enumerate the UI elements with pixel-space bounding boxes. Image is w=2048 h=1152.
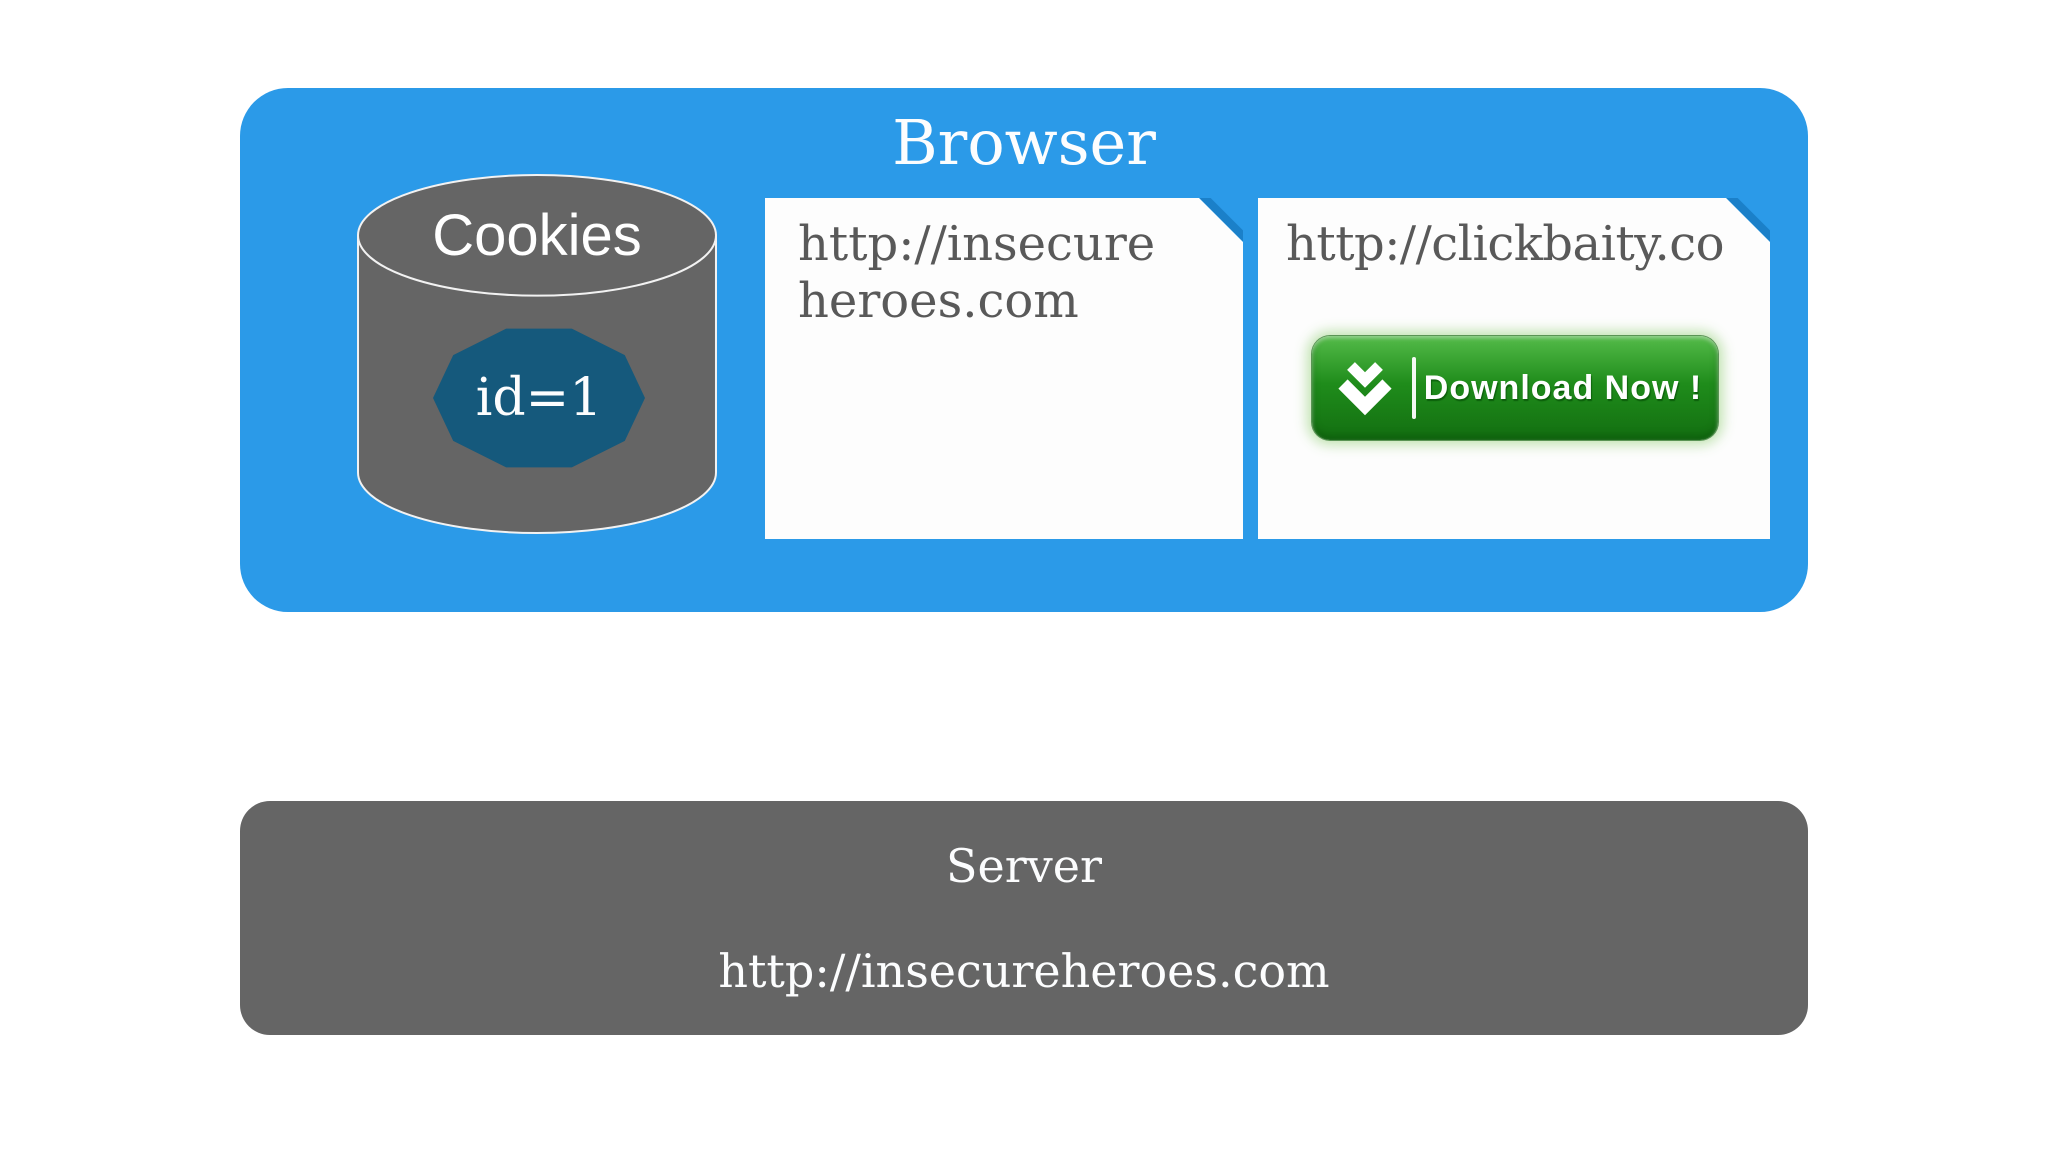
cookie-token: id=1 <box>433 325 645 471</box>
folded-corner-icon <box>1199 198 1243 242</box>
page-background <box>765 198 1243 539</box>
cookie-value: id=1 <box>475 368 603 428</box>
cookie-store-label: Cookies <box>432 203 642 268</box>
browser-page-clickbaity[interactable]: http://clickbaity.co Download Now ! <box>1258 198 1770 539</box>
browser-title: Browser <box>892 106 1156 179</box>
button-divider <box>1412 357 1416 419</box>
double-chevron-down-icon <box>1338 362 1392 416</box>
page-url: http://clickbaity.co <box>1286 216 1725 272</box>
page-url: http://insecureheroes.com <box>798 216 1156 329</box>
browser-container: Browser Cookies id=1 http://insecurehero… <box>240 88 1808 612</box>
folded-corner-icon <box>1726 198 1770 242</box>
cookie-store: Cookies id=1 <box>356 172 718 536</box>
server-url: http://insecureheroes.com <box>718 944 1330 998</box>
decagon-shape-icon <box>433 328 645 468</box>
server-container: Server http://insecureheroes.com <box>240 801 1808 1035</box>
browser-page-insecureheroes[interactable]: http://insecureheroes.com <box>765 198 1243 539</box>
server-title: Server <box>946 839 1102 893</box>
download-now-button[interactable]: Download Now ! <box>1312 336 1718 440</box>
download-button-label: Download Now ! <box>1423 368 1703 407</box>
